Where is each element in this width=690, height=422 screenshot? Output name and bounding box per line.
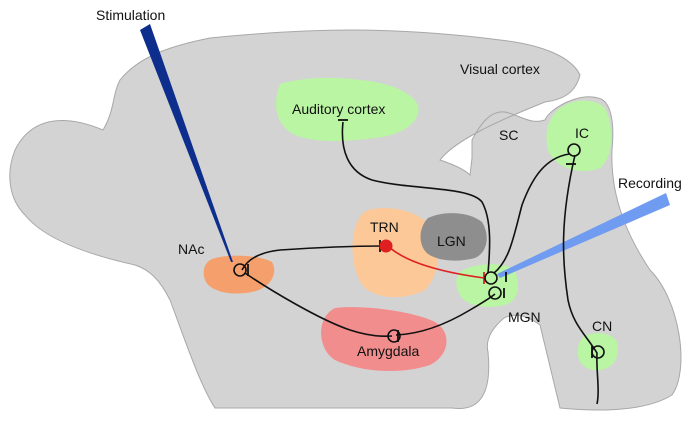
amygdala-region — [321, 307, 447, 372]
pathway-cn-to-ic — [562, 154, 599, 405]
label-cn: CN — [592, 318, 612, 334]
label-lgn: LGN — [437, 233, 466, 249]
neuron-cn — [591, 345, 605, 359]
label-amygdala: Amygdala — [357, 343, 419, 359]
pathway-nac-to-trn — [241, 245, 385, 271]
pathway-amygdala-to-mgn — [395, 293, 496, 336]
label-recording: Recording — [618, 175, 682, 191]
auditory-cortex-region — [275, 77, 419, 142]
label-auditory-cortex: Auditory cortex — [292, 101, 385, 117]
neuron-trn — [379, 239, 393, 253]
neuron-mgn-upper — [484, 271, 498, 285]
label-ic: IC — [575, 125, 589, 141]
label-stimulation: Stimulation — [96, 7, 165, 23]
neuron-mgn-lower — [488, 286, 502, 300]
pathway-auditory-cortex-to-mgn — [341, 121, 491, 274]
pathway-ic-to-mgn — [493, 153, 570, 274]
trn-region — [352, 208, 438, 298]
label-visual-cortex: Visual cortex — [460, 61, 540, 77]
label-mgn: MGN — [508, 309, 541, 325]
nac-region — [203, 255, 275, 294]
pathway-nac-to-amygdala — [244, 272, 393, 338]
cn-region — [577, 333, 618, 371]
lgn-region — [420, 213, 487, 261]
neuron-amygdala — [387, 329, 401, 343]
label-nac: NAc — [178, 241, 204, 257]
stimulation-electrode — [140, 24, 233, 262]
neuron-nac — [233, 263, 247, 277]
label-trn: TRN — [370, 219, 399, 235]
label-sc: SC — [499, 127, 518, 143]
neuron-ic — [567, 143, 581, 157]
pathway-trn-to-mgn — [387, 245, 485, 279]
ic-region — [546, 100, 612, 172]
recording-electrode — [497, 193, 670, 278]
